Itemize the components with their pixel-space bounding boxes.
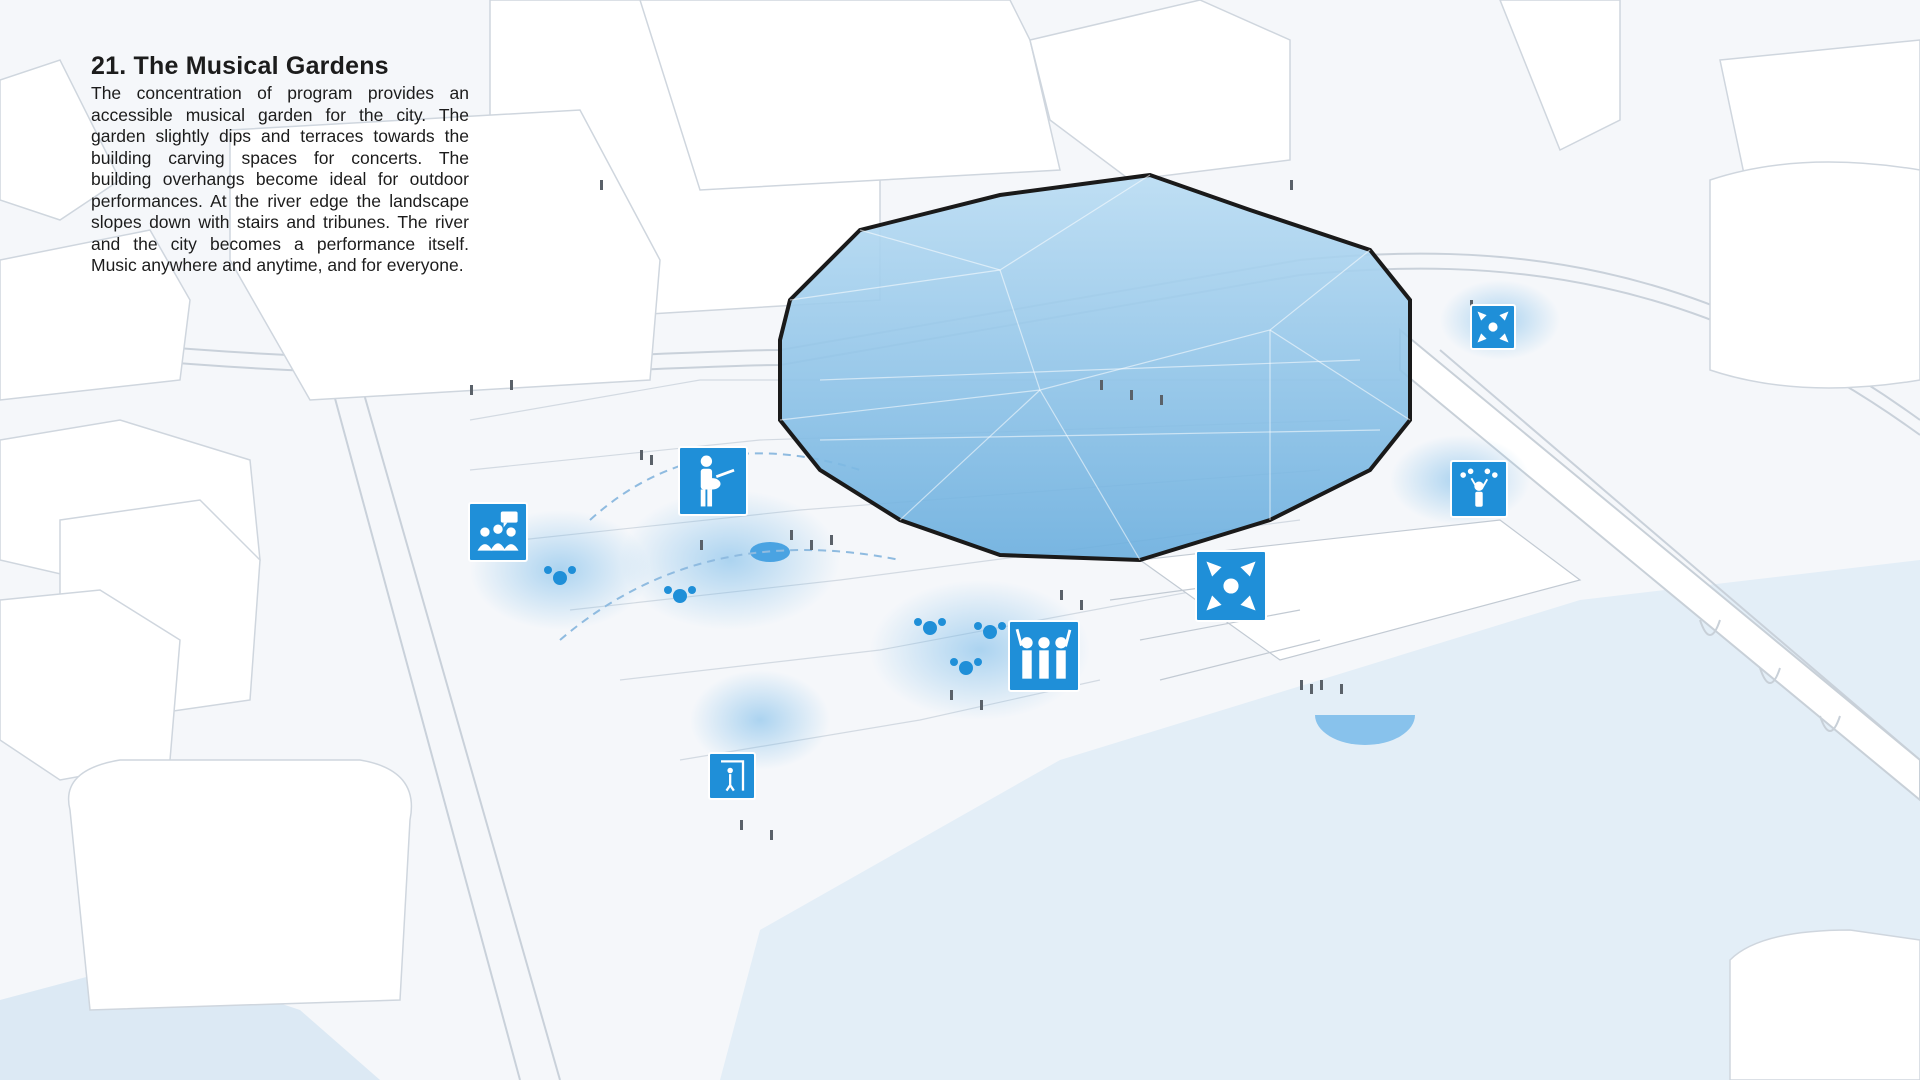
info-visitor-icon	[708, 752, 756, 800]
guitar-player-icon	[678, 446, 748, 516]
concert-hall	[778, 172, 1412, 563]
building-lower-right	[1729, 929, 1920, 1080]
meeting-point-icon	[1470, 304, 1516, 350]
city-blocks-top	[229, 0, 1920, 401]
discussion-group-icon	[468, 502, 528, 562]
caption-block: 21. The Musical Gardens The concentratio…	[91, 52, 469, 277]
people-group-icon	[1008, 620, 1080, 692]
city-blocks-left	[0, 59, 413, 1011]
blue-sound-marks	[544, 566, 1006, 675]
river	[720, 560, 1920, 1080]
sound-arcs	[559, 452, 901, 641]
meeting-point-large-icon	[1195, 550, 1267, 622]
people-crowd	[470, 180, 1473, 840]
crowd-cheering-icon	[1450, 460, 1508, 518]
caption-title: 21. The Musical Gardens	[91, 52, 389, 80]
caption-body: The concentration of program provides an…	[91, 83, 469, 275]
